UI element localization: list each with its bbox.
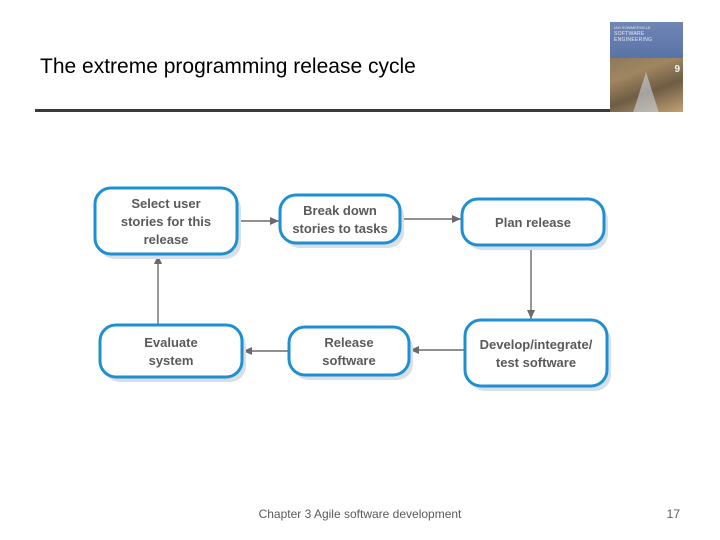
footer-page-number: 17 xyxy=(666,507,680,521)
node-label: Release xyxy=(324,335,373,350)
node-label: Develop/integrate/ xyxy=(480,337,593,352)
cover-top-stripe xyxy=(610,22,683,58)
node-label: software xyxy=(322,353,375,368)
cover-building-shape xyxy=(632,72,660,112)
node-label: stories for this xyxy=(121,214,211,229)
node-box xyxy=(287,325,411,377)
node-label: test software xyxy=(496,355,576,370)
node-box xyxy=(93,186,239,256)
node-box xyxy=(98,323,244,379)
cover-edition: 9 xyxy=(674,64,680,75)
cover-author: IAN SOMMERVILLE xyxy=(614,25,651,30)
node-box xyxy=(278,193,402,245)
node-breakdown: Break down stories to tasks xyxy=(278,193,404,248)
book-cover-image: IAN SOMMERVILLE SOFTWARE ENGINEERING 9 xyxy=(610,22,683,112)
node-release: Release software xyxy=(287,325,413,380)
node-label: release xyxy=(144,232,189,247)
node-box xyxy=(463,318,609,388)
diagram-edges xyxy=(154,215,535,355)
node-plan: Plan release xyxy=(460,197,608,250)
node-label: Plan release xyxy=(495,215,571,230)
node-label: Evaluate xyxy=(144,335,197,350)
node-select: Select user stories for this release xyxy=(93,186,241,259)
node-box xyxy=(460,197,606,247)
node-label: system xyxy=(149,353,194,368)
node-develop: Develop/integrate/test software xyxy=(463,318,611,391)
footer-chapter-text: Chapter 3 Agile software development xyxy=(258,507,462,521)
diagram-nodes: Select user stories for this release Break … xyxy=(93,186,611,391)
title-underline xyxy=(35,109,612,112)
node-label: stories to tasks xyxy=(292,221,387,236)
node-label: Select user xyxy=(131,196,200,211)
slide-title: The extreme programming release cycle xyxy=(40,55,416,78)
cover-title: SOFTWARE ENGINEERING xyxy=(614,31,653,43)
node-evaluate: Evaluate system xyxy=(98,323,246,382)
cover-photo xyxy=(610,58,683,112)
node-label: Break down xyxy=(303,203,377,218)
